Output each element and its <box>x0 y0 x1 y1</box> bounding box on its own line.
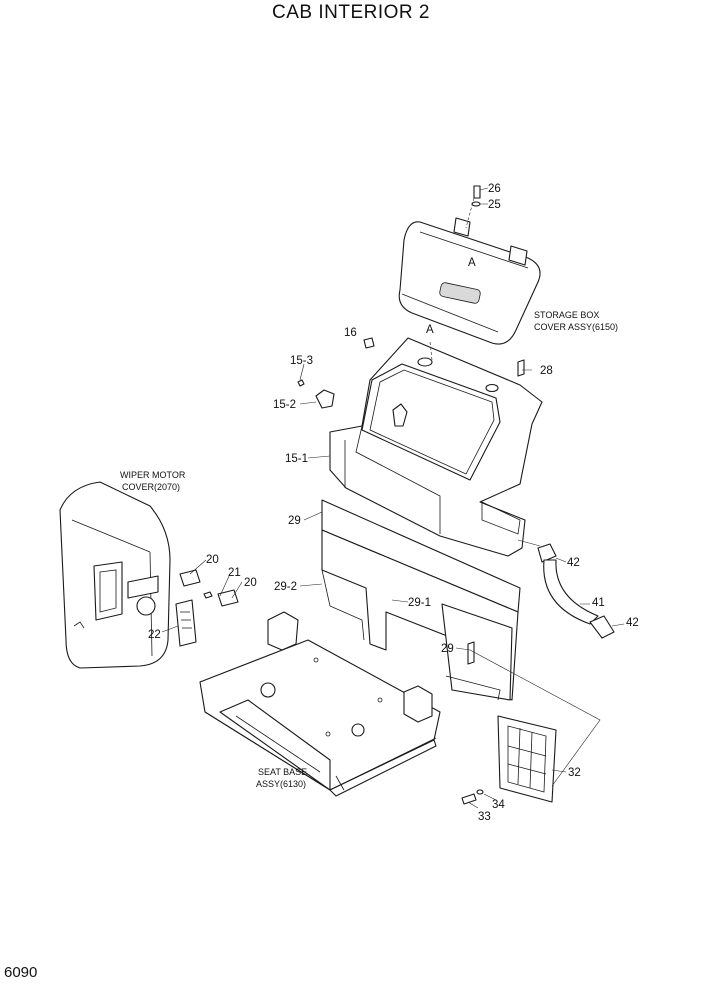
wiper-motor-cover <box>59 481 171 669</box>
callout-29-1: 29-1 <box>408 597 431 609</box>
caption-seat-base-line1: SEAT BASE <box>258 767 307 777</box>
callout-42-upper: 42 <box>567 557 580 569</box>
callout-a-upper: A <box>468 257 476 269</box>
caption-seat-base-line2: ASSY(6130) <box>256 779 306 789</box>
callout-20-lower: 20 <box>244 577 257 589</box>
callout-26: 26 <box>488 183 501 195</box>
caption-storage-box-line1: STORAGE BOX <box>534 310 599 320</box>
callout-34: 34 <box>492 799 505 811</box>
callout-41: 41 <box>592 597 605 609</box>
callout-29-2: 29-2 <box>274 581 297 593</box>
callout-16: 16 <box>344 327 357 339</box>
panel-29 <box>321 499 521 701</box>
callout-21: 21 <box>228 567 241 579</box>
callout-29-top: 29 <box>288 515 301 527</box>
page-number: 6090 <box>4 964 38 981</box>
caption-wiper-cover-line2: COVER(2070) <box>122 482 180 492</box>
seat-base <box>199 611 441 797</box>
callout-42-lower: 42 <box>626 617 639 629</box>
callout-labels: 26 25 A A 16 15-3 15-2 28 15-1 29 42 41 … <box>148 183 639 823</box>
caption-storage-box-line2: COVER ASSY(6150) <box>534 322 618 332</box>
small-parts <box>175 185 615 805</box>
callout-20-upper: 20 <box>206 554 219 566</box>
callout-32: 32 <box>568 767 581 779</box>
storage-box-body <box>329 337 543 557</box>
callout-29-lower: 29 <box>441 643 454 655</box>
leader-lines <box>161 187 625 809</box>
page-title: CAB INTERIOR 2 <box>272 2 430 23</box>
callout-22: 22 <box>148 629 161 641</box>
storage-box-cover <box>398 217 541 345</box>
callout-33: 33 <box>478 811 491 823</box>
callout-15-1: 15-1 <box>285 453 308 465</box>
caption-wiper-cover-line1: WIPER MOTOR <box>120 470 186 480</box>
callout-a-lower: A <box>426 324 434 336</box>
callout-25: 25 <box>488 199 501 211</box>
callout-15-2: 15-2 <box>273 399 296 411</box>
callout-28: 28 <box>540 365 553 377</box>
assembly-captions: STORAGE BOX COVER ASSY(6150) WIPER MOTOR… <box>120 310 618 789</box>
callout-15-3: 15-3 <box>290 355 313 367</box>
